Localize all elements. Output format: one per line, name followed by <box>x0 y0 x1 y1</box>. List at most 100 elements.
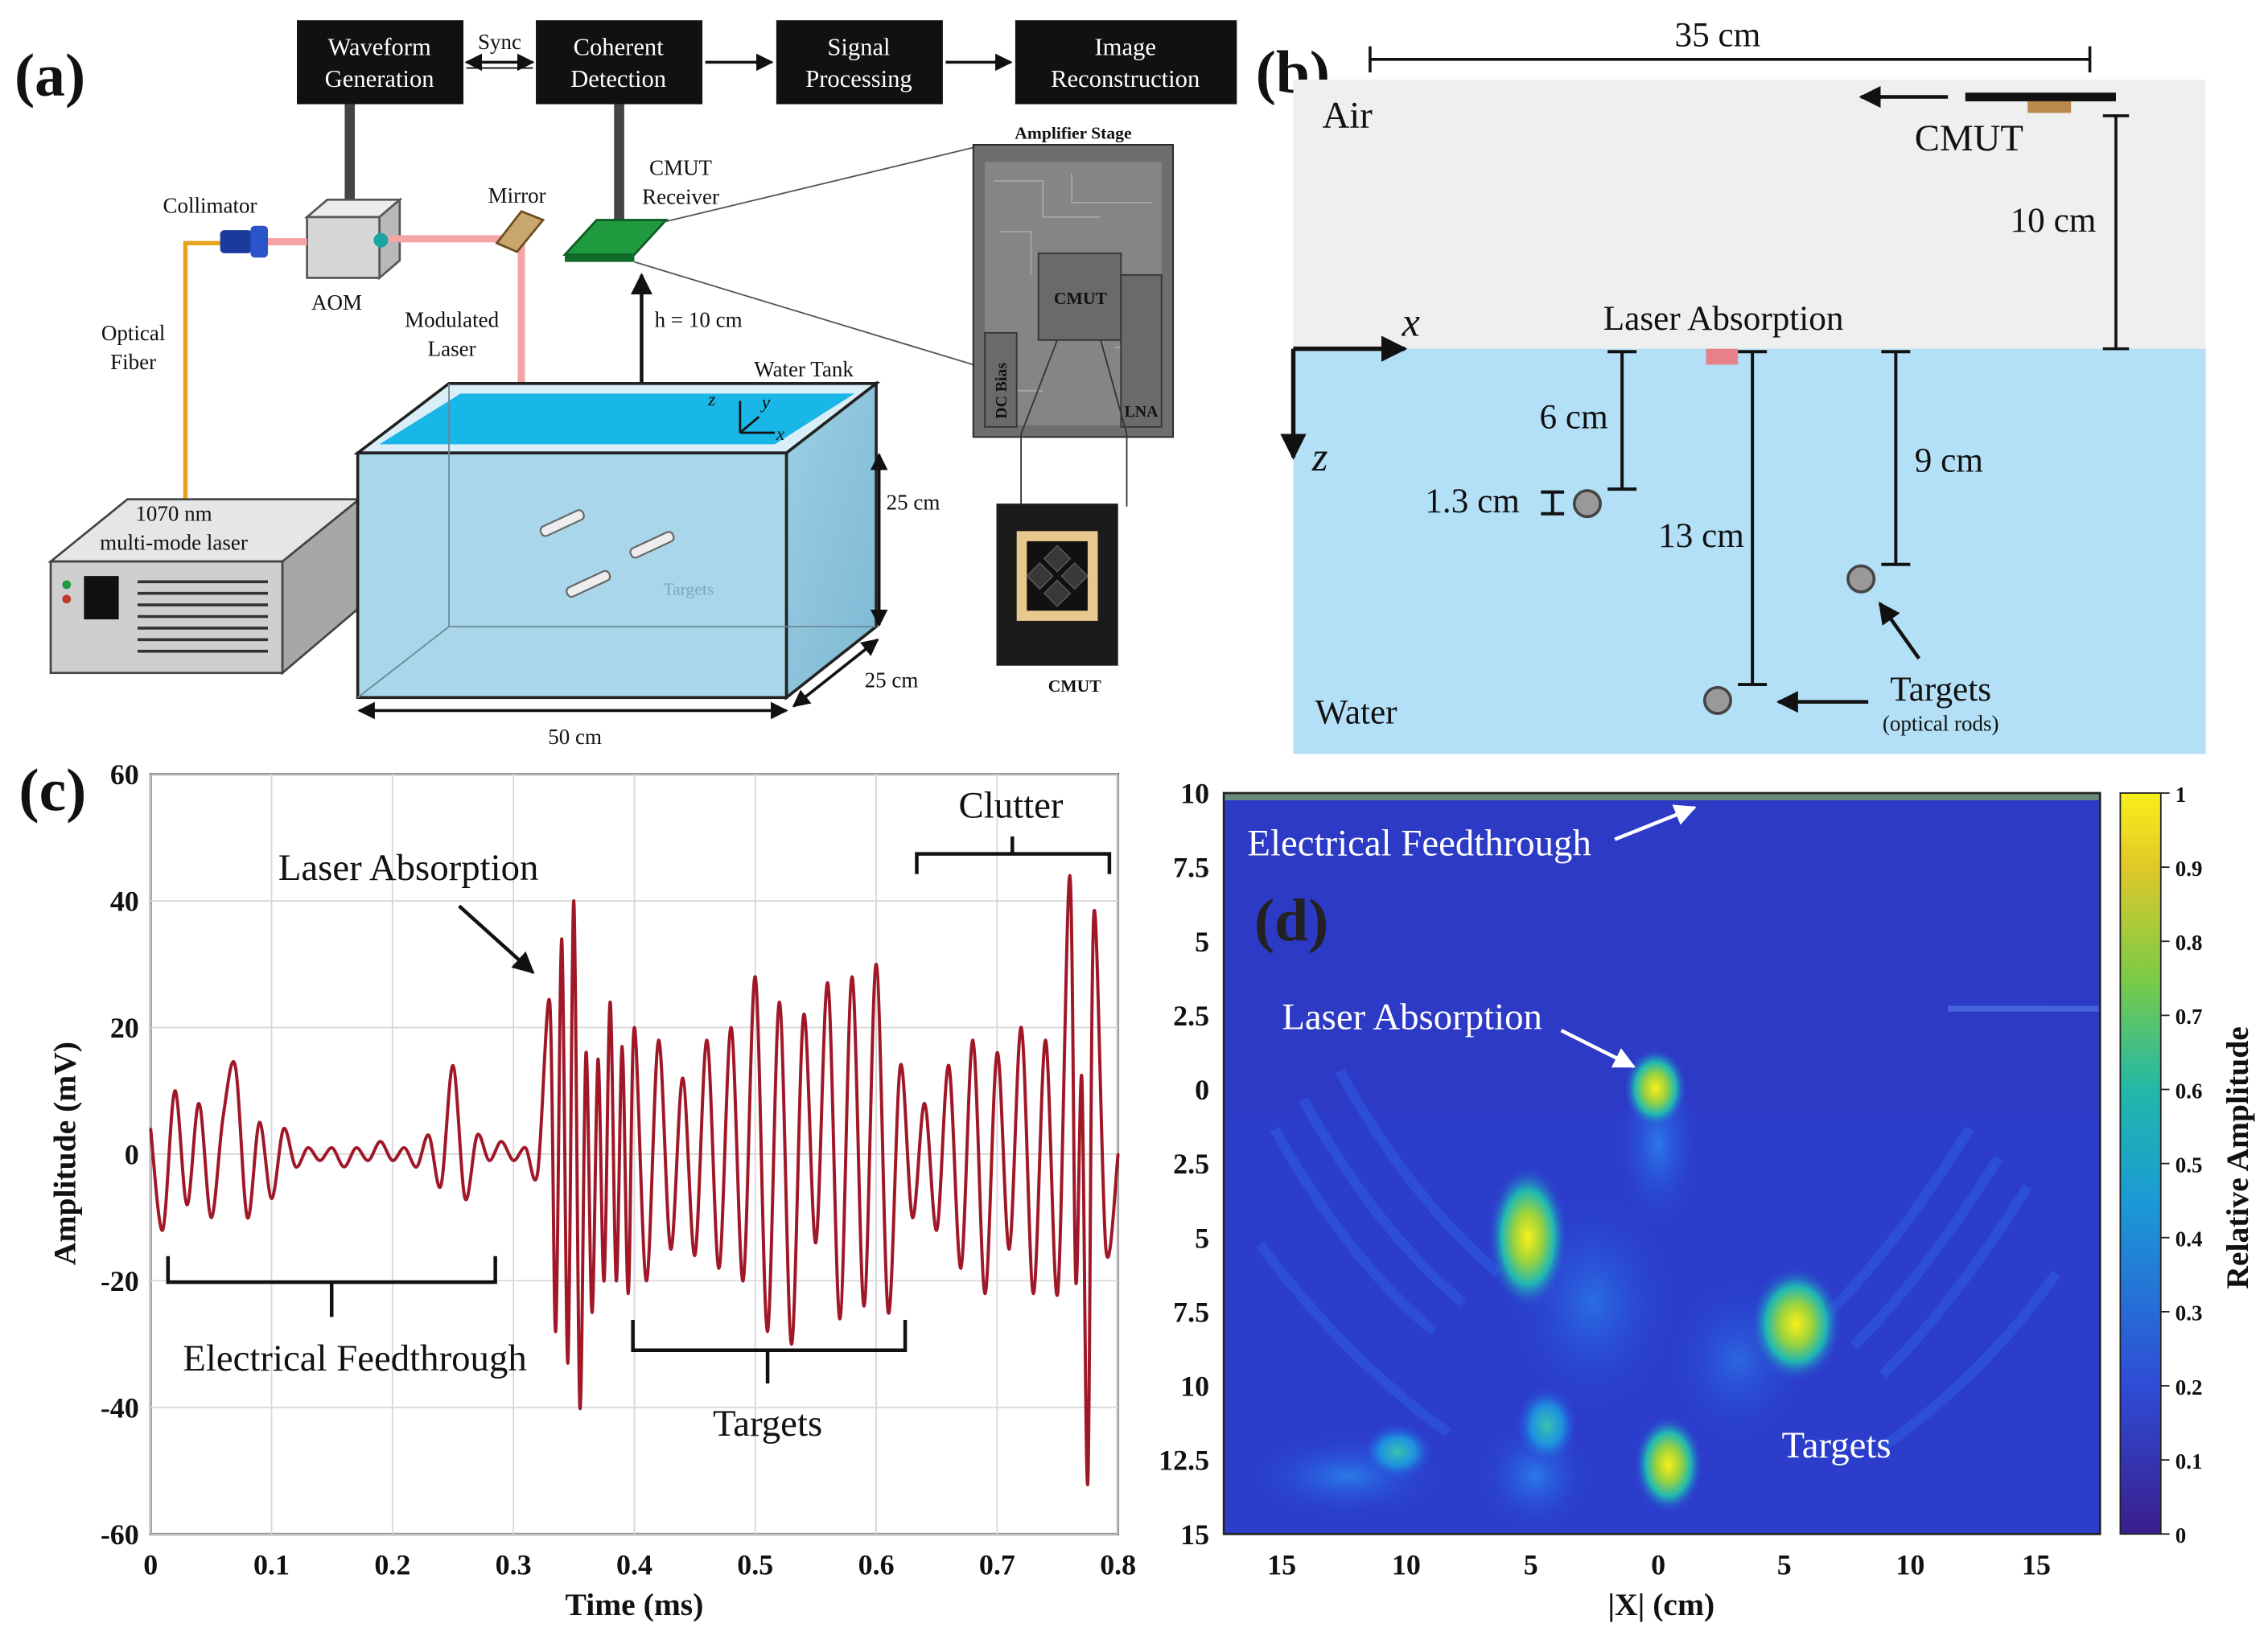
y-tick-label: -20 <box>101 1265 139 1297</box>
target-arrow-2 <box>1878 602 1921 660</box>
x-tick-label: 0.7 <box>979 1549 1015 1581</box>
width-dim-label: 35 cm <box>1675 17 1761 55</box>
block-label-line: Signal <box>827 33 890 60</box>
x-tick-label: 0.2 <box>374 1549 410 1581</box>
signal-point <box>403 1146 406 1149</box>
dim-13cm-label: 13 cm <box>1658 517 1744 555</box>
signal-point <box>959 1267 962 1270</box>
collimator-icon <box>220 225 269 258</box>
block-label-line: Coherent <box>574 33 665 60</box>
amp-cmut-label: CMUT <box>1054 289 1108 308</box>
heatmap-x-tick: 5 <box>1777 1549 1792 1581</box>
cmut-label: CMUT <box>1915 117 2023 159</box>
signal-point <box>173 1089 176 1092</box>
signal-point <box>221 1115 224 1118</box>
tank-targets-label: Targets <box>663 580 714 599</box>
dim-width-label: 50 cm <box>548 725 602 749</box>
colorbar-tick-label: 0 <box>2175 1523 2187 1547</box>
heatmap-y-tick: 0 <box>1195 1074 1209 1106</box>
panel-d-label: (d) <box>1254 888 1328 955</box>
target-rod-1 <box>1572 489 1602 519</box>
signal-point <box>1056 1292 1059 1295</box>
signal-point <box>294 1165 298 1169</box>
collimator-label: Collimator <box>163 194 257 218</box>
heatmap-x-tick: 15 <box>2022 1549 2051 1581</box>
x-tick-label: 0.3 <box>496 1549 532 1581</box>
signal-point <box>983 1292 986 1295</box>
ann-targets: Targets <box>713 1403 822 1445</box>
signal-point <box>633 1026 636 1029</box>
colorbar-tick-label: 0.4 <box>2175 1227 2203 1251</box>
block-label-line: Waveform <box>327 33 431 60</box>
heatmap-y-tick: 7.5 <box>1173 852 1209 884</box>
panel-c-label: (c) <box>19 758 86 824</box>
sync-label: Sync <box>478 30 521 54</box>
signal-point <box>307 1146 310 1149</box>
cmut-element <box>2027 101 2072 113</box>
heatmap-ann-feedthrough: Electrical Feedthrough <box>1247 822 1591 864</box>
x-tick-label: 0.1 <box>253 1549 290 1581</box>
signal-point <box>947 1064 950 1067</box>
signal-point <box>875 963 878 966</box>
signal-point <box>500 1140 503 1143</box>
ann-laser-absorption: Laser Absorption <box>278 847 539 889</box>
tank-axis-y: y <box>760 392 771 413</box>
mirror-label: Mirror <box>488 183 546 208</box>
colorbar-ticks: 10.90.80.70.60.50.40.30.20.10 <box>2160 783 2203 1547</box>
block-label-line: Detection <box>570 65 666 92</box>
cmut-bar <box>1965 92 2116 101</box>
amp-lna-label: LNA <box>1125 403 1159 421</box>
colorbar-tick-label: 1 <box>2175 783 2187 807</box>
block-label-line: Reconstruction <box>1051 65 1200 92</box>
axis-x-label: x <box>1402 299 1420 344</box>
colorbar-tick-label: 0.1 <box>2175 1449 2203 1473</box>
signal-point <box>258 1121 261 1124</box>
signal-point <box>603 1279 606 1282</box>
signal-point <box>1117 1153 1120 1156</box>
signal-point <box>1074 1279 1077 1282</box>
axis-z-label: z <box>1311 434 1328 479</box>
colorbar-label: Relative Amplitude <box>2220 1026 2255 1288</box>
dim-1-3cm-label: 1.3 cm <box>1425 483 1520 520</box>
zoom-line-2 <box>634 261 973 366</box>
heatmap-ann-targets: Targets <box>1781 1424 1891 1466</box>
heatmap-y-tick: 12.5 <box>1159 1445 1209 1477</box>
signal-point <box>615 1279 618 1282</box>
block-label-line: Processing <box>805 65 912 92</box>
signal-point <box>995 1051 998 1054</box>
signal-point <box>343 1165 346 1169</box>
signal-point <box>536 1172 539 1174</box>
colorbar-tick-label: 0.9 <box>2175 857 2203 881</box>
aom-icon <box>303 197 403 281</box>
signal-point <box>233 1064 237 1067</box>
amplifier-stage-photo <box>972 144 1175 438</box>
block-signal-processing <box>776 20 943 105</box>
water-tank-label: Water Tank <box>754 357 854 381</box>
dim-9cm-label: 9 cm <box>1915 442 1983 480</box>
water-label: Water <box>1315 694 1397 732</box>
signal-point <box>463 1197 467 1200</box>
heatmap-y-tick: 5 <box>1195 1222 1209 1254</box>
signal-point <box>475 1133 479 1136</box>
signal-point <box>427 1133 430 1136</box>
laser-absorption-label: Laser Absorption <box>1603 300 1844 338</box>
signal-point <box>591 1311 594 1314</box>
heatmap-frame <box>1222 791 2101 1535</box>
signal-point <box>1105 1247 1108 1251</box>
colorbar-tick-label: 0.6 <box>2175 1079 2203 1103</box>
block-waveform-generation <box>297 20 464 105</box>
signal-point <box>971 1038 974 1042</box>
heatmap-y-tick: 2.5 <box>1173 1000 1209 1032</box>
cmut-cable <box>614 104 624 224</box>
signal-point <box>681 1077 685 1079</box>
colorbar-tick-label: 0.7 <box>2175 1005 2203 1029</box>
signal-point <box>814 1241 817 1244</box>
signal-point <box>578 1406 582 1409</box>
signal-point <box>554 1330 558 1333</box>
